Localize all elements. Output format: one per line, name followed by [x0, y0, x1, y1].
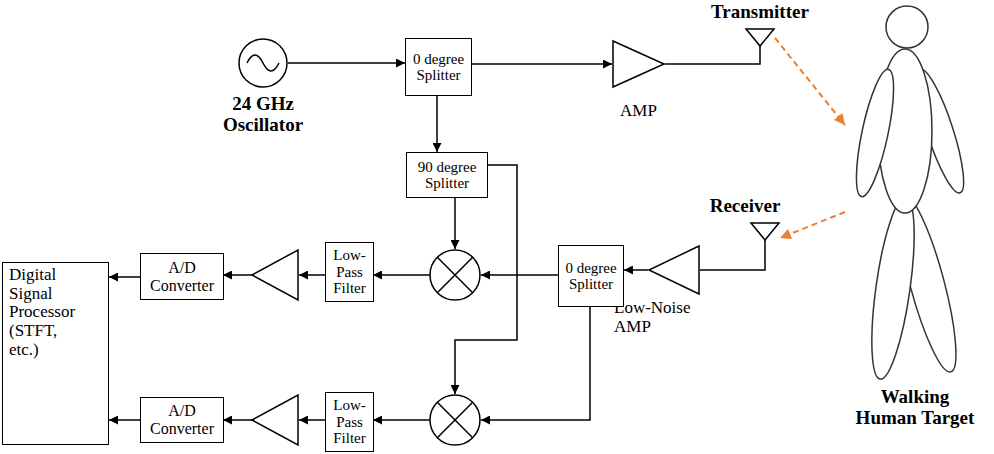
- signal-arrow: [109, 419, 140, 421]
- mixer-symbol: [437, 402, 472, 437]
- box-label: 90 degree Splitter: [410, 159, 484, 192]
- if-wire: [373, 419, 430, 421]
- mixer-symbol: [437, 257, 472, 292]
- antenna: Receiver: [750, 222, 780, 246]
- amplifier: AMP: [612, 40, 665, 88]
- box-label: A/D Converter: [144, 402, 220, 437]
- node-label: Walking Human Target: [852, 387, 978, 429]
- if-wire: [223, 274, 252, 276]
- amplifier-symbol: [252, 395, 298, 445]
- filter-box: Low-Pass Filter: [325, 392, 374, 452]
- box-label: 0 degree Splitter: [562, 260, 620, 293]
- if-wire: [373, 274, 430, 276]
- antenna-symbol: [745, 28, 775, 52]
- human-figure: [845, 3, 985, 385]
- signal-arrow: [288, 62, 405, 64]
- signal-arrow: [624, 269, 648, 271]
- oscillator-symbol: [238, 38, 288, 88]
- radar-wave-arrow: [775, 38, 845, 125]
- radar-wave-arrow: [780, 212, 845, 238]
- splitter-box: 0 degree Splitter: [558, 245, 624, 307]
- if-wire: [299, 419, 325, 421]
- signal-arrow: [700, 246, 765, 270]
- amplifier: Low-Noise AMP: [648, 245, 700, 295]
- lo-wire: [454, 198, 456, 249]
- rf-wire: [481, 274, 558, 276]
- box-label: A/D Converter: [144, 259, 220, 294]
- rf-wire: [481, 307, 590, 420]
- mixer-symbol: [430, 250, 480, 300]
- splitter-box: 90 degree Splitter: [406, 152, 488, 198]
- amplifier-symbol: [252, 250, 298, 300]
- signal-arrow: [665, 52, 760, 64]
- amplifier-symbol: [648, 245, 700, 295]
- oscillator: 24 GHz Oscillator: [238, 38, 288, 88]
- signal-arrow: [109, 276, 140, 278]
- amplifier-symbol: [612, 40, 665, 88]
- box-label: Digital Signal Processor (STFT, etc.): [9, 266, 88, 359]
- node-label: Transmitter: [705, 2, 815, 23]
- processor-box: Digital Signal Processor (STFT, etc.): [2, 262, 109, 445]
- box-label: 0 degree Splitter: [409, 51, 468, 84]
- converter-box: A/D Converter: [140, 397, 224, 443]
- node-label: Receiver: [695, 196, 795, 217]
- box-label: Low-Pass Filter: [329, 247, 370, 297]
- mixer-symbol: [430, 395, 480, 445]
- human-target: Walking Human Target: [845, 3, 985, 385]
- antenna-symbol: [750, 222, 780, 246]
- signal-wires: [223, 165, 590, 420]
- signal-arrow: [436, 96, 438, 152]
- node-label: AMP: [602, 102, 675, 121]
- splitter-box: 0 degree Splitter: [405, 38, 472, 96]
- signal-arrow: [472, 63, 612, 65]
- box-label: Low-Pass Filter: [329, 397, 370, 447]
- node-label: Low-Noise AMP: [614, 299, 704, 336]
- if-wire: [299, 274, 325, 276]
- antenna: Transmitter: [745, 28, 775, 52]
- if-wire: [223, 419, 252, 421]
- converter-box: A/D Converter: [140, 253, 224, 300]
- node-label: 24 GHz Oscillator: [213, 94, 313, 136]
- filter-box: Low-Pass Filter: [325, 242, 374, 302]
